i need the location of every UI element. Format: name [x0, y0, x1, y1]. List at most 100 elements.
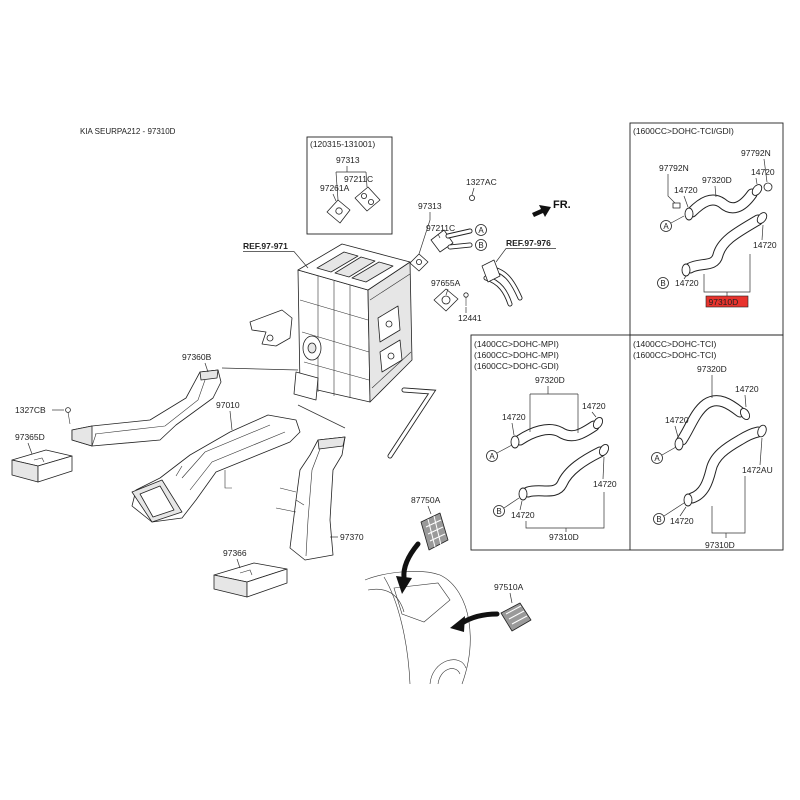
hose-clamp — [681, 263, 691, 277]
part-label-97370[interactable]: 97370 — [340, 532, 364, 542]
part-label-97320d[interactable]: 97320D — [697, 364, 727, 374]
diagram-title: KIA SEURPA212 - 97310D — [80, 127, 176, 136]
duct-edge — [181, 424, 286, 491]
part-label-97360b[interactable]: 97360B — [182, 352, 212, 362]
inset-frame — [306, 136, 393, 235]
part-label-1327ac[interactable]: 1327AC — [466, 177, 497, 187]
part-label-1472au[interactable]: 1472AU — [742, 465, 773, 475]
part-label-97310d-selected[interactable]: 97310D — [709, 297, 739, 307]
floor-pad-97366 — [213, 562, 288, 598]
screw-1327cb — [65, 407, 71, 413]
assembly-bracket — [703, 254, 751, 296]
part-label-12441[interactable]: 12441 — [458, 313, 482, 323]
hose-clamp — [598, 443, 610, 457]
part-label-97655a[interactable]: 97655A — [431, 278, 461, 288]
duct-edge — [295, 448, 321, 557]
pad-tab — [239, 569, 253, 576]
part-label-14720[interactable]: 14720 — [735, 384, 759, 394]
duct-outlet — [71, 425, 93, 447]
location-arrow — [459, 611, 500, 626]
leader-line — [683, 275, 687, 280]
group-boundary — [221, 367, 346, 429]
part-label-97320d[interactable]: 97320D — [535, 375, 565, 385]
assembly-bracket — [525, 492, 605, 532]
part-label-97792n[interactable]: 97792N — [659, 163, 689, 173]
connector-circle — [660, 220, 672, 232]
part-label-97261a-inset[interactable]: 97261A — [320, 183, 350, 193]
variant-condition: (1600CC>DOHC-MPI) — [474, 350, 559, 360]
flange-hole — [415, 258, 422, 265]
leader-line — [332, 193, 337, 202]
connector-letter: A — [478, 226, 484, 235]
part-label-14720[interactable]: 14720 — [593, 479, 617, 489]
variant-3: (1400CC>DOHC-TCI) (1600CC>DOHC-TCI) 9732… — [633, 339, 773, 550]
wheel — [437, 668, 461, 685]
part-label-14720[interactable]: 14720 — [675, 278, 699, 288]
part-label-14720[interactable]: 14720 — [753, 240, 777, 250]
evaporator-line — [483, 275, 513, 307]
part-label-14720[interactable]: 14720 — [674, 185, 698, 195]
hose-upper — [687, 189, 757, 217]
clip-97792n — [763, 182, 773, 192]
blower-hub — [307, 342, 317, 354]
part-label-97010[interactable]: 97010 — [216, 400, 240, 410]
part-label-97510a[interactable]: 97510A — [494, 582, 524, 592]
part-label-97310d[interactable]: 97310D — [549, 532, 579, 542]
leader-line — [661, 446, 677, 456]
duct-body — [131, 414, 301, 523]
part-label-14720[interactable]: 14720 — [751, 167, 775, 177]
variant-condition: (1600CC>DOHC-GDI) — [474, 361, 559, 371]
leader-line — [418, 212, 431, 255]
variant-1: (1600CC>DOHC-TCI/GDI) 97792N 97792N 1472… — [633, 126, 777, 308]
door-line — [367, 588, 405, 613]
part-label-97365d[interactable]: 97365D — [15, 432, 45, 442]
part-label-97366[interactable]: 97366 — [223, 548, 247, 558]
part-label-1327cb[interactable]: 1327CB — [15, 405, 46, 415]
reference-leader — [243, 251, 309, 269]
leader-line — [602, 456, 605, 480]
leader-line — [667, 174, 676, 204]
leader-line — [229, 410, 233, 431]
part-label-14720[interactable]: 14720 — [511, 510, 535, 520]
part-label-97320d[interactable]: 97320D — [702, 175, 732, 185]
hose-clamp — [684, 207, 694, 221]
part-label-14720[interactable]: 14720 — [665, 415, 689, 425]
part-label-97313-inset[interactable]: 97313 — [336, 155, 360, 165]
heater-pipe-b — [448, 243, 472, 249]
variant-box-lower — [470, 334, 784, 551]
part-label-97211c-inset[interactable]: 97211C — [344, 174, 373, 184]
hose-clamp — [592, 416, 604, 430]
leader-line — [755, 177, 758, 185]
front-direction-arrow-icon — [532, 205, 551, 217]
reference-link-97-976[interactable]: REF.97-976 — [506, 238, 551, 248]
part-label-97310d[interactable]: 97310D — [705, 540, 735, 550]
vent-body — [500, 602, 532, 632]
reference-link-97-971[interactable]: REF.97-971 — [243, 241, 288, 251]
vent-outlet — [334, 256, 376, 278]
hose-lower — [685, 215, 763, 273]
screw-head — [463, 292, 469, 298]
assembly-bracket — [711, 476, 746, 538]
part-label-97792n[interactable]: 97792N — [741, 148, 771, 158]
part-label-14720[interactable]: 14720 — [670, 516, 694, 526]
part-label-97313[interactable]: 97313 — [418, 201, 442, 211]
part-label-14720[interactable]: 14720 — [502, 412, 526, 422]
duct-edge — [91, 379, 206, 447]
connector-b-marker: B — [475, 239, 487, 251]
connector-b-marker: B — [493, 505, 505, 517]
connector-circle — [657, 277, 669, 289]
part-label-87750a[interactable]: 87750A — [411, 495, 441, 505]
leader-line — [437, 233, 441, 239]
connector-letter: B — [656, 515, 661, 524]
part-label-97211c[interactable]: 97211C — [426, 223, 455, 233]
leader-line — [496, 444, 513, 454]
case-seam — [369, 273, 412, 389]
leader-line — [683, 195, 689, 208]
part-label-14720[interactable]: 14720 — [582, 401, 606, 411]
front-direction-label: FR. — [553, 199, 571, 211]
connector-b-marker: B — [657, 277, 669, 289]
body-line — [364, 571, 471, 685]
duct-inlet — [199, 369, 219, 381]
leader-line — [663, 502, 685, 517]
